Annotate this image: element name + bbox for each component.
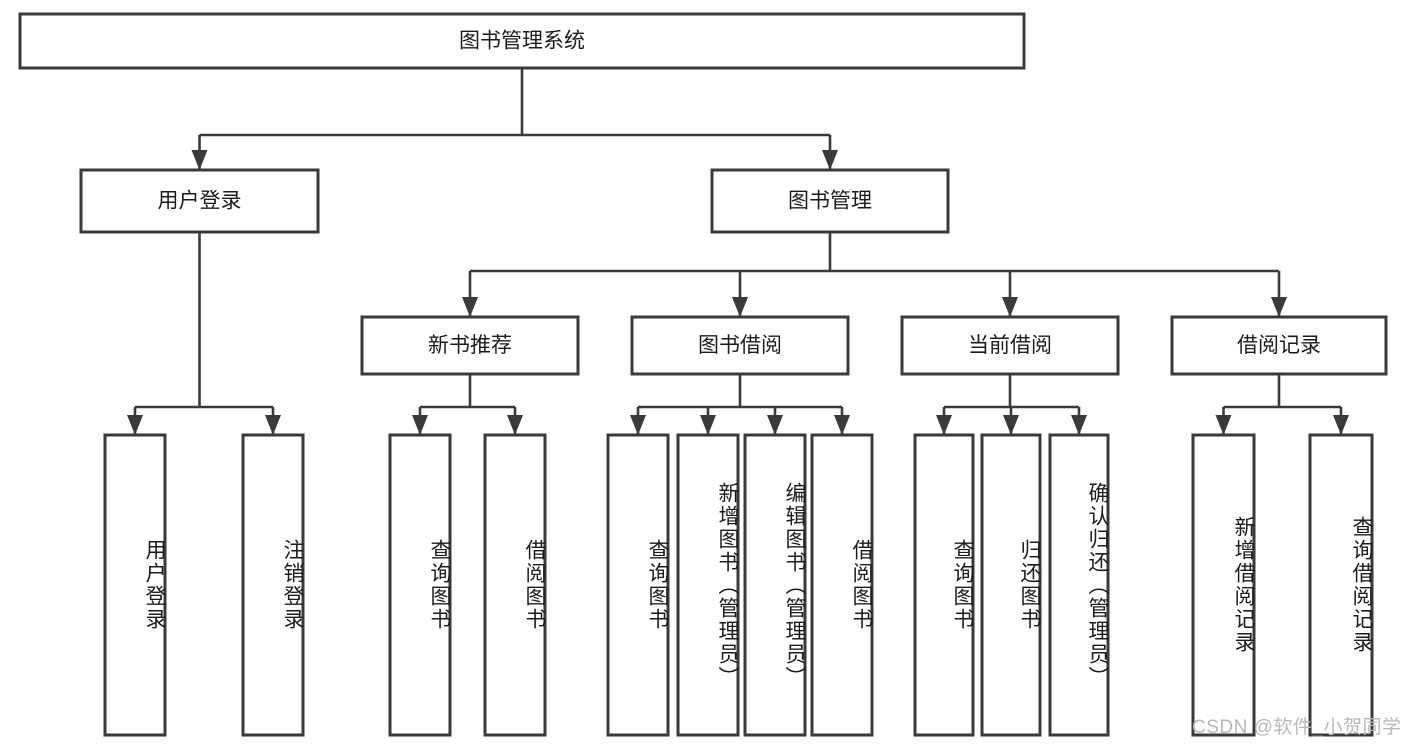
node-boxes — [18, 12, 1388, 737]
node-box-leaf-borrow-book-2[interactable] — [810, 433, 874, 737]
node-label-current-borrow: 当前借阅 — [968, 334, 1052, 357]
node-box-leaf-query-book-1[interactable] — [388, 433, 452, 737]
node-label-new-book-recommend: 新书推荐 — [428, 334, 512, 357]
node-box-leaf-borrow-book-1[interactable] — [483, 433, 547, 737]
csdn-watermark: CSDN @软件_小贺同学 — [1192, 717, 1402, 738]
node-label-root: 图书管理系统 — [459, 30, 585, 53]
node-label-borrow-record: 借阅记录 — [1237, 334, 1321, 357]
node-box-leaf-add-record[interactable] — [1191, 433, 1256, 737]
node-box-leaf-user-login[interactable] — [103, 433, 167, 737]
node-box-new-book-recommend[interactable] — [360, 315, 580, 376]
node-label-user-login: 用户登录 — [158, 190, 242, 213]
node-box-leaf-logout[interactable] — [241, 433, 305, 737]
node-box-borrow-record[interactable] — [1170, 315, 1388, 376]
node-box-leaf-query-book-3[interactable] — [913, 433, 975, 737]
node-label-book-manage: 图书管理 — [788, 190, 872, 213]
node-box-leaf-query-record[interactable] — [1308, 433, 1374, 737]
node-box-leaf-return-book[interactable] — [980, 433, 1042, 737]
node-box-current-borrow[interactable] — [900, 315, 1120, 376]
connector-lines — [127, 68, 1349, 435]
node-box-user-login[interactable] — [79, 168, 320, 234]
node-label-book-borrow: 图书借阅 — [698, 334, 782, 357]
node-box-book-manage[interactable] — [710, 168, 950, 234]
node-box-leaf-add-book[interactable] — [676, 433, 740, 737]
node-box-book-borrow[interactable] — [630, 315, 850, 376]
node-box-leaf-confirm-return[interactable] — [1048, 433, 1110, 737]
node-box-root[interactable] — [18, 12, 1026, 70]
node-box-leaf-query-book-2[interactable] — [606, 433, 670, 737]
node-box-leaf-edit-book[interactable] — [743, 433, 807, 737]
